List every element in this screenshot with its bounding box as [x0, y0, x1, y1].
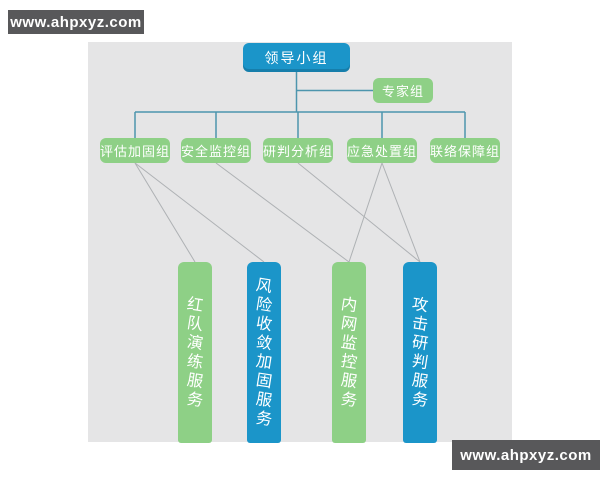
node-analysis-judgment-group: 研判分析组: [263, 138, 333, 163]
node-assessment-reinforcement-group: 评估加固组: [100, 138, 170, 163]
bar-label-char: 服: [185, 371, 205, 391]
org-diagram: 领导小组 专家组 评估加固组 安全监控组 研判分析组 应急处置组 联络保障组 红…: [88, 42, 512, 443]
bar-label-char: 网: [339, 314, 359, 334]
bar-label-char: 收: [254, 314, 274, 334]
bar-red-team-drill-service: 红队演练服务: [178, 262, 212, 443]
bar-label-char: 红: [185, 295, 205, 315]
watermark-bottom: www.ahpxyz.com: [452, 440, 600, 470]
node-liaison-support-group: 联络保障组: [430, 138, 500, 163]
link-yingji-neiwang: [348, 162, 383, 263]
bar-label-char: 判: [410, 352, 430, 372]
link-anquan-neiwang: [215, 162, 350, 263]
bar-label-char: 务: [185, 390, 205, 410]
bar-risk-convergence-reinforcement-service: 风险收敛加固服务: [247, 262, 281, 443]
node-security-monitoring-group: 安全监控组: [181, 138, 251, 163]
bar-label-char: 演: [185, 333, 205, 353]
watermark-top: www.ahpxyz.com: [8, 10, 144, 34]
bar-label-char: 务: [254, 409, 274, 429]
bar-label-char: 内: [339, 295, 359, 315]
link-pinggu-fengxian: [134, 162, 265, 263]
bar-label-char: 研: [410, 333, 430, 353]
bar-label-char: 控: [339, 352, 359, 372]
bar-label-char: 练: [185, 352, 205, 372]
bar-label: 内网监控服务: [332, 262, 366, 443]
bar-label-char: 险: [254, 295, 274, 315]
bar-label-char: 加: [254, 352, 274, 372]
node-expert-group: 专家组: [373, 78, 433, 103]
bar-label-char: 队: [185, 314, 205, 334]
connector-lines: [134, 72, 466, 263]
bar-label-char: 攻: [410, 295, 430, 315]
bar-label: 风险收敛加固服务: [247, 262, 281, 443]
bar-intranet-monitoring-service: 内网监控服务: [332, 262, 366, 443]
bar-label-char: 监: [339, 333, 359, 353]
bar-label-char: 敛: [254, 333, 274, 353]
node-leadership-group: 领导小组: [243, 43, 350, 72]
link-yanpan-gongji: [297, 162, 421, 263]
bar-label-char: 务: [339, 390, 359, 410]
node-emergency-response-group: 应急处置组: [347, 138, 417, 163]
bar-label-char: 服: [410, 371, 430, 391]
link-pinggu-hongdui: [134, 162, 196, 263]
bar-label: 红队演练服务: [178, 262, 212, 443]
bar-label-char: 务: [410, 390, 430, 410]
bar-label-char: 击: [410, 314, 430, 334]
bar-label-char: 固: [254, 371, 274, 391]
bar-label-char: 服: [339, 371, 359, 391]
bar-attack-analysis-service: 攻击研判服务: [403, 262, 437, 443]
bar-label-char: 服: [254, 390, 274, 410]
bar-label: 攻击研判服务: [403, 262, 437, 443]
link-yingji-gongji: [381, 162, 421, 263]
bar-label-char: 风: [254, 276, 274, 296]
